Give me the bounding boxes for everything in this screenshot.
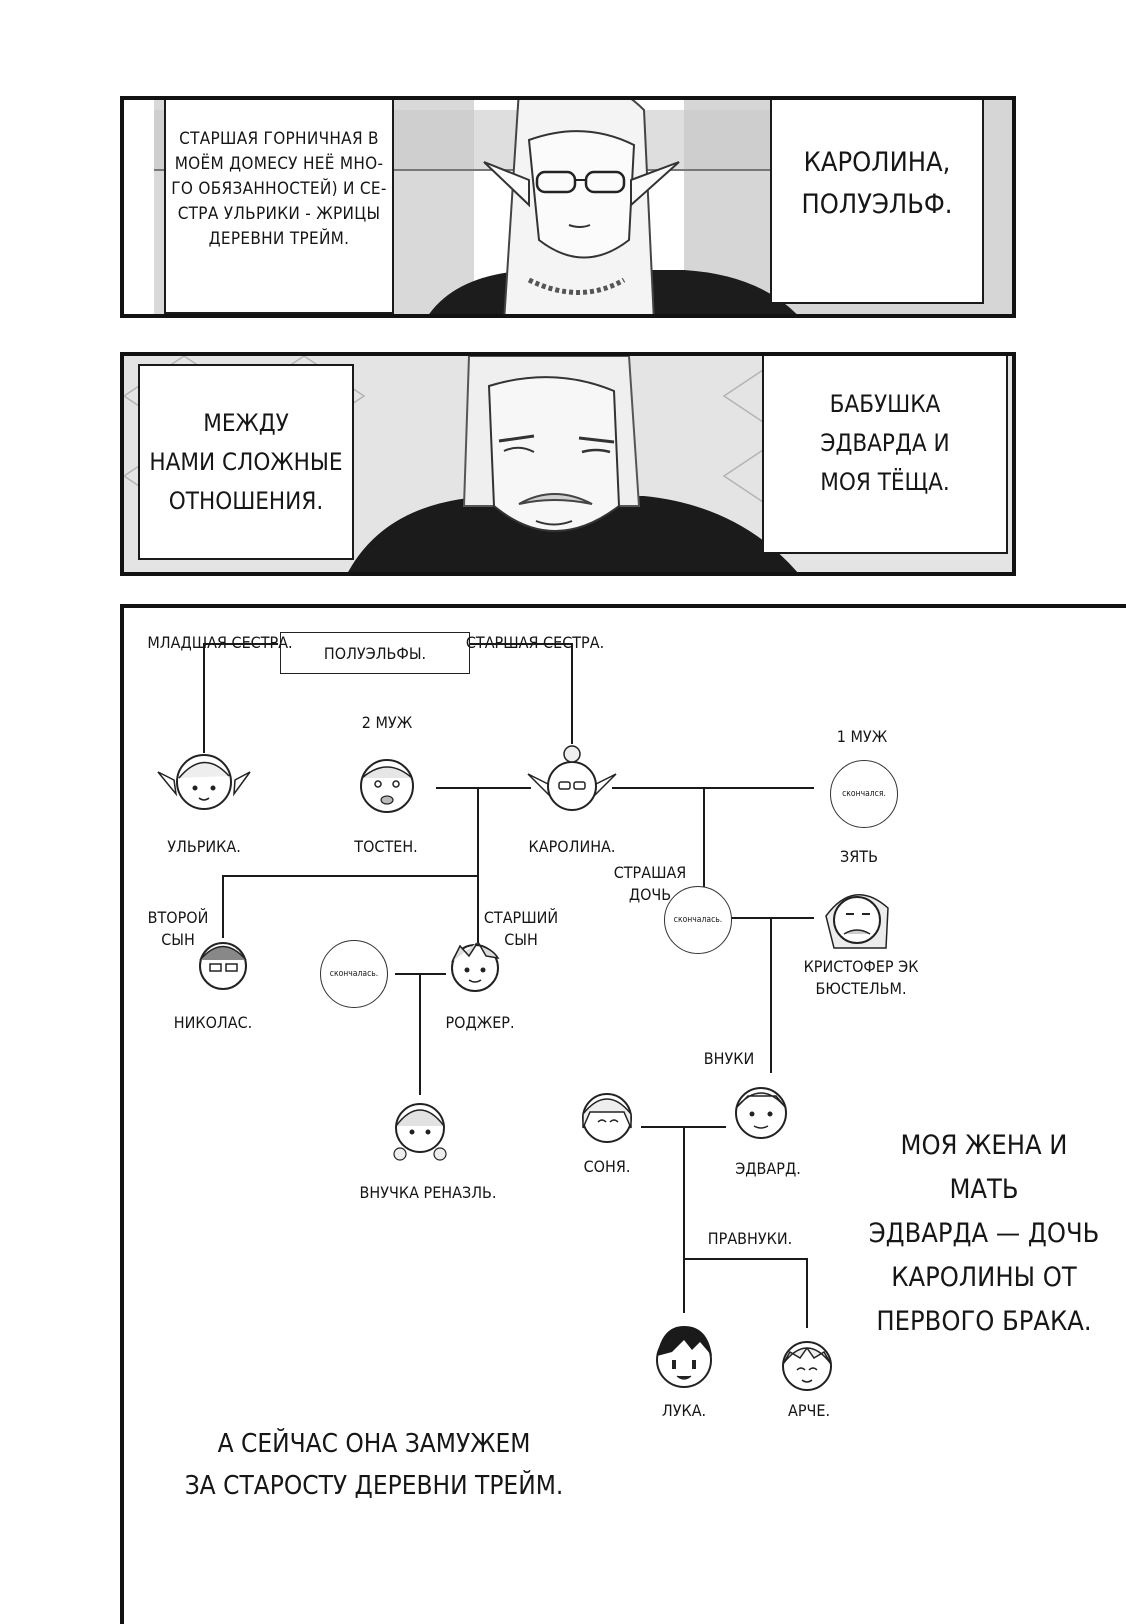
tosten-portrait: [360, 759, 414, 813]
name-arche: Арче.: [787, 1401, 831, 1420]
eldest-son-label: Старший сын: [483, 908, 559, 949]
deceased-eldest-daughter-text: скончалась.: [673, 915, 723, 925]
panel-2-right-text: Бабушка Эдварда и моя тёща.: [820, 389, 950, 496]
panel-1: Старшая горничная в моём домесу неё мно-…: [120, 96, 1016, 318]
sonya-portrait: [582, 1093, 632, 1143]
panel-1-left-text: Старшая горничная в моём домесу неё мно-…: [171, 128, 387, 249]
panel-1-right-text: Каролина, полуэльф.: [801, 147, 953, 220]
name-rodger: Роджер.: [445, 1013, 515, 1032]
deceased-rodger-wife: скончалась.: [320, 940, 388, 1008]
grandchildren-label: Внуки: [703, 1049, 755, 1068]
name-luka: Лука.: [661, 1401, 707, 1420]
name-nikolas: Николас.: [173, 1013, 253, 1032]
kristofer-portrait: [825, 894, 889, 949]
name-sonya: Соня.: [583, 1157, 631, 1176]
arche-portrait: [782, 1341, 832, 1391]
narration-right: Моя жена и мать Эдварда — дочь Каролины …: [868, 1130, 1100, 1337]
nikolas-portrait: [199, 942, 247, 990]
renazl-portrait: [393, 1103, 447, 1161]
deceased-eldest-daughter: скончалась.: [664, 886, 732, 954]
name-karolina: Каролина.: [528, 837, 616, 856]
name-kristofer: Кристофер Эк Бюстельм.: [803, 957, 919, 998]
family-tree-lines: [203, 643, 814, 1328]
half-elves-label: Полуэльфы.: [323, 643, 427, 663]
name-tosten: Тостен.: [354, 837, 418, 856]
family-tree-panel: Полуэльфы. Младшая сестра. Старшая сестр…: [120, 604, 1126, 1624]
deceased-first-husband-text: скончался.: [842, 789, 886, 799]
panel-1-right-caption: Каролина, полуэльф.: [770, 100, 984, 304]
name-renazl: Внучка Реназль.: [359, 1183, 497, 1202]
deceased-rodger-wife-text: скончалась.: [329, 969, 379, 979]
family-tree-portraits: [157, 745, 889, 1391]
panel-2-left-caption: Между нами сложные отношения.: [138, 364, 354, 560]
second-husband-label: 2 муж: [361, 713, 413, 732]
panel-2: Между нами сложные отношения. Бабушка Эд…: [120, 352, 1016, 576]
narration-bottom: А сейчас она замужем за старосту деревни…: [184, 1429, 564, 1501]
panel-2-right-caption: Бабушка Эдварда и моя тёща.: [762, 356, 1008, 554]
eldest-daughter-label: Страшая дочь: [613, 863, 687, 904]
great-grandchildren-label: Правнуки.: [707, 1229, 793, 1248]
ulrika-portrait: [157, 754, 251, 810]
luka-portrait: [656, 1326, 712, 1388]
panel-1-left-caption: Старшая горничная в моём домесу неё мно-…: [164, 100, 394, 314]
edvard-portrait: [735, 1087, 787, 1139]
name-edvard: Эдвард.: [735, 1159, 801, 1178]
panel-2-left-text: Между нами сложные отношения.: [149, 408, 343, 515]
deceased-first-husband: скончался.: [830, 760, 898, 828]
second-son-label: Второй сын: [147, 908, 209, 949]
name-ulrika: Ульрика.: [167, 837, 241, 856]
karolina-portrait: [527, 745, 617, 811]
half-elves-box: Полуэльфы.: [280, 632, 470, 674]
rodger-portrait: [451, 940, 500, 992]
first-husband-label: 1 муж: [836, 727, 888, 746]
son-in-law-label: Зять: [840, 847, 878, 866]
younger-sister-label: Младшая сестра.: [147, 633, 293, 652]
older-sister-label: Старшая сестра.: [465, 633, 605, 652]
